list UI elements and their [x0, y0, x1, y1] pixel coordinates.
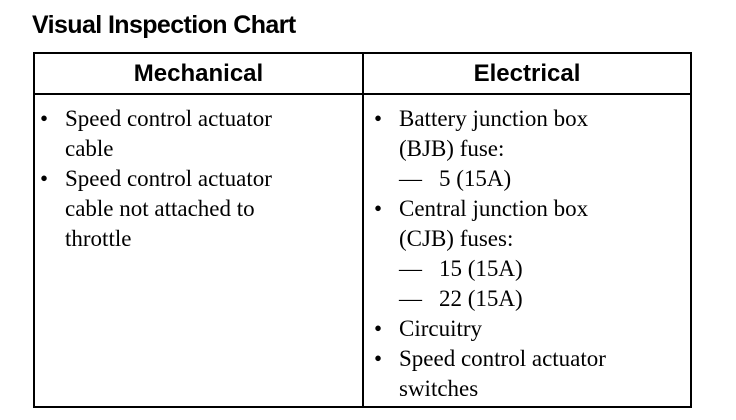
- item-line: Speed control actuator: [65, 166, 272, 191]
- dash-icon: —: [399, 166, 422, 191]
- bullet-icon: •: [374, 316, 383, 341]
- item-line: throttle: [65, 226, 132, 251]
- column-header-mechanical: Mechanical: [133, 60, 264, 87]
- bullet-icon: •: [374, 346, 383, 371]
- dash-icon: —: [399, 286, 422, 311]
- electrical-list: • Battery junction box (BJB) fuse: — 5 (1…: [374, 104, 688, 404]
- fuse-value: 22 (15A): [439, 286, 523, 311]
- list-item: • Speed control actuator cable not attac…: [40, 164, 358, 254]
- item-line: (BJB) fuse:: [399, 136, 505, 161]
- item-line: Battery junction box: [399, 106, 589, 131]
- column-header-electrical: Electrical: [473, 60, 581, 87]
- mechanical-list: • Speed control actuator cable • Speed c…: [40, 104, 358, 254]
- item-line: (CJB) fuses:: [399, 226, 514, 251]
- item-line: switches: [399, 376, 479, 401]
- list-item: • Speed control actuator switches: [374, 344, 688, 404]
- item-line: Speed control actuator: [65, 106, 272, 131]
- bullet-icon: •: [374, 106, 383, 131]
- fuse-entry: — 22 (15A): [399, 284, 688, 314]
- bullet-icon: •: [40, 166, 49, 191]
- list-item: • Battery junction box (BJB) fuse: — 5 (1…: [374, 104, 688, 194]
- list-item: • Central junction box (CJB) fuses: — 15 …: [374, 194, 688, 314]
- item-line: Circuitry: [399, 316, 483, 341]
- item-line: Speed control actuator: [399, 346, 606, 371]
- item-line: Central junction box: [399, 196, 589, 221]
- bullet-icon: •: [374, 196, 383, 221]
- fuse-entry: — 5 (15A): [399, 164, 688, 194]
- list-item: • Circuitry: [374, 314, 688, 344]
- list-item: • Speed control actuator cable: [40, 104, 358, 164]
- item-line: cable not attached to: [65, 196, 255, 221]
- fuse-entry: — 15 (15A): [399, 254, 688, 284]
- item-line: cable: [65, 136, 114, 161]
- header-divider: [33, 93, 692, 95]
- bullet-icon: •: [40, 106, 49, 131]
- fuse-value: 5 (15A): [439, 166, 512, 191]
- fuse-value: 15 (15A): [439, 256, 523, 281]
- column-divider: [362, 52, 364, 408]
- dash-icon: —: [399, 256, 422, 281]
- chart-title: Visual Inspection Chart: [32, 11, 296, 39]
